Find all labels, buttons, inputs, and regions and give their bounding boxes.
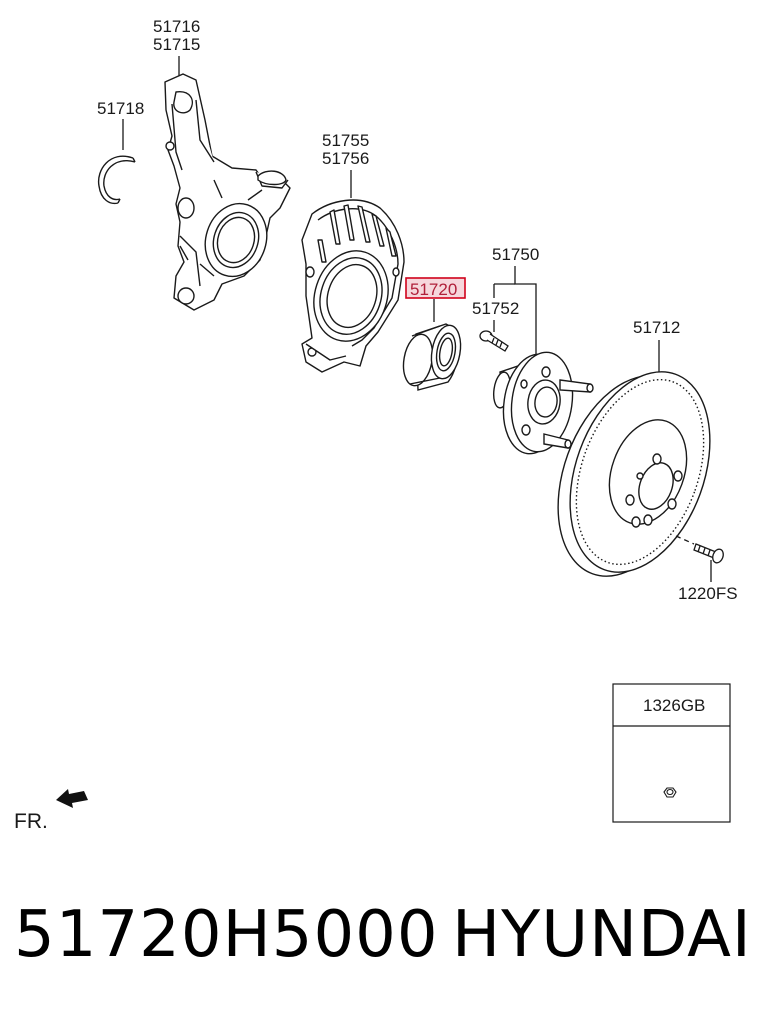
label-dust-cover-51756[interactable]: 51756 <box>322 149 369 168</box>
label-bearing-51720[interactable]: 51720 <box>410 280 457 299</box>
brand-text: HYUNDAI <box>452 898 752 972</box>
part-number-text: 51720H5000 <box>14 898 439 972</box>
label-knuckle-51715[interactable]: 51715 <box>153 35 200 54</box>
nut-icon <box>663 787 677 798</box>
highlighted-part-label[interactable]: 51720 <box>405 277 466 299</box>
label-knuckle-51716[interactable]: 51716 <box>153 17 200 36</box>
legend-box: 1326GB <box>612 683 731 823</box>
highlight-box <box>405 277 466 299</box>
dust-cover-part <box>301 199 405 373</box>
label-hub-bolt-51752[interactable]: 51752 <box>472 299 519 318</box>
hub-bolt-part <box>479 330 509 352</box>
wheel-hub-part <box>492 351 594 455</box>
fr-label: FR. <box>14 810 48 833</box>
wheel-bearing-part <box>402 323 462 391</box>
caption-bar: 51720H5000 HYUNDAI <box>0 880 761 990</box>
snap-ring-part <box>97 155 136 205</box>
front-arrow-icon <box>56 789 88 808</box>
label-disc-51712[interactable]: 51712 <box>633 318 680 337</box>
brake-disc-part <box>557 371 711 577</box>
label-screw-1220FS[interactable]: 1220FS <box>678 584 738 603</box>
legend-code-1326GB[interactable]: 1326GB <box>643 696 705 715</box>
leader-hub <box>514 266 537 356</box>
label-hub-51750[interactable]: 51750 <box>492 245 539 264</box>
exploded-parts-diagram: 51716 51715 51718 51755 51756 51720 5175… <box>14 17 738 833</box>
label-snap-ring-51718[interactable]: 51718 <box>97 99 144 118</box>
front-direction-indicator: FR. <box>14 789 88 833</box>
steering-knuckle-part <box>164 73 291 311</box>
label-dust-cover-51755[interactable]: 51755 <box>322 131 369 150</box>
disc-screw-part <box>675 535 724 564</box>
